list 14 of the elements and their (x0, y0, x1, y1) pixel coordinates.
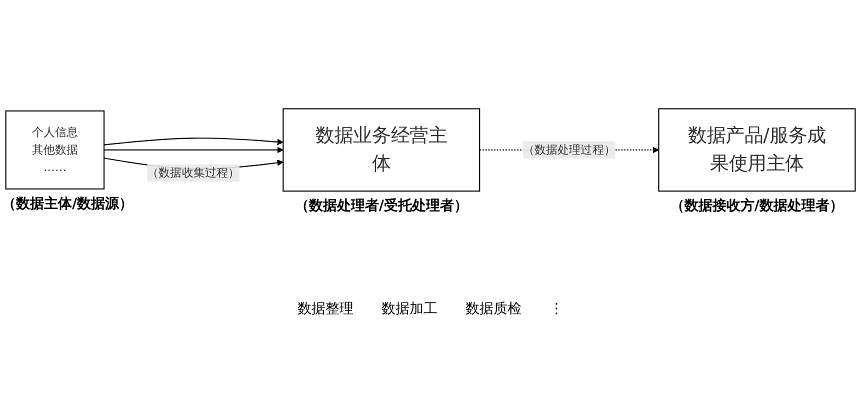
process-step-label: 数据整理 (298, 301, 354, 317)
role-caption: （数据处理者/受托处理者） (294, 197, 468, 216)
arrow (104, 146, 284, 154)
node-box: 个人信息 其他数据 …… (5, 110, 105, 190)
edge-label: （数据处理过程） (522, 142, 616, 156)
process-step-label: 数据加工 (382, 301, 438, 317)
node-box: 数据产品/服务成果使用主体 (658, 108, 856, 192)
role-caption: （数据接收方/数据处理者） (670, 197, 844, 216)
edge-label: （数据收集过程） (147, 166, 240, 180)
role-caption: （数据主体/数据源） (2, 194, 134, 213)
process-step-label: ⋮ (550, 301, 564, 317)
process-step-label: 数据质检 (466, 301, 522, 317)
node-box: 数据业务经营主体 (282, 108, 480, 192)
arrow (104, 138, 284, 146)
